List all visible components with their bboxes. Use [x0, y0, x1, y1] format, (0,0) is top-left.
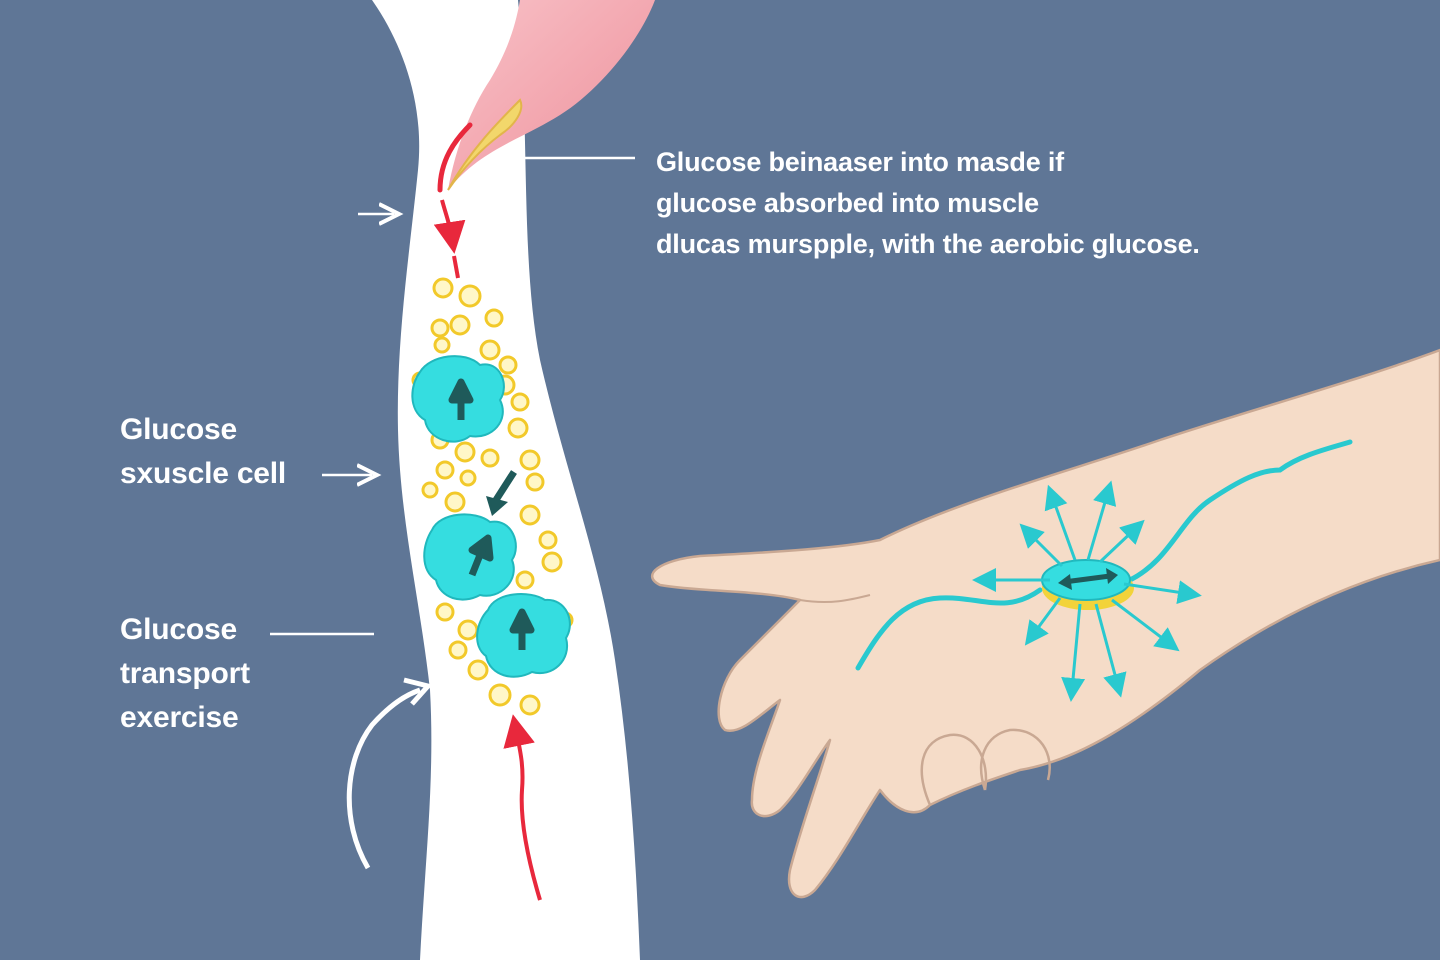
pointer-curved-arrow: [346, 687, 421, 870]
top-annotation-line-3: dlucas murspple, with the aerobic glucos…: [656, 229, 1200, 259]
cell-annotation: Glucose sxuscle cell: [120, 408, 286, 496]
flow-arrow-up: [503, 714, 542, 901]
muscle-bundle: [448, 0, 655, 190]
transporter-arrow-icon: [448, 378, 474, 420]
transport-annotation-line-2: transport: [120, 657, 250, 690]
radiating-arrows: [972, 480, 1202, 702]
hand-illustration: [651, 348, 1440, 899]
cell-annotation-line-2: sxuscle cell: [120, 457, 287, 490]
cell-annotation-line-1: Glucose: [120, 413, 237, 446]
receptor-disc: [1041, 559, 1134, 610]
top-annotation-line-1: Glucose beinaaser into masde if: [656, 147, 1064, 177]
transport-annotation-line-1: Glucose: [120, 613, 237, 646]
flow-arrow-down: [433, 199, 466, 254]
top-annotation-line-2: glucose absorbed into muscle: [656, 188, 1039, 218]
transporter-arrow-icon: [509, 608, 535, 650]
transporter-arrow-icon: [468, 534, 494, 577]
transporter-2: [423, 513, 517, 601]
transport-annotation-line-3: exercise: [120, 701, 239, 734]
transport-annotation: Glucose transport exercise: [120, 608, 250, 740]
transporter-3: [476, 593, 571, 678]
muscle-fiber-red: [437, 122, 473, 193]
translocation-arrow-icon: [493, 470, 517, 502]
signal-ribbons: [855, 439, 1353, 671]
bidirectional-arrow-icon: [1063, 573, 1111, 585]
glucose-molecules: [411, 277, 574, 716]
flow-segment: [452, 255, 460, 279]
pointer-top-tip: [499, 150, 513, 166]
transporter-1: [411, 355, 505, 443]
muscle-fiber-edge: [447, 98, 523, 191]
top-annotation: Glucose beinaaser into masde if glucose …: [656, 142, 1200, 265]
